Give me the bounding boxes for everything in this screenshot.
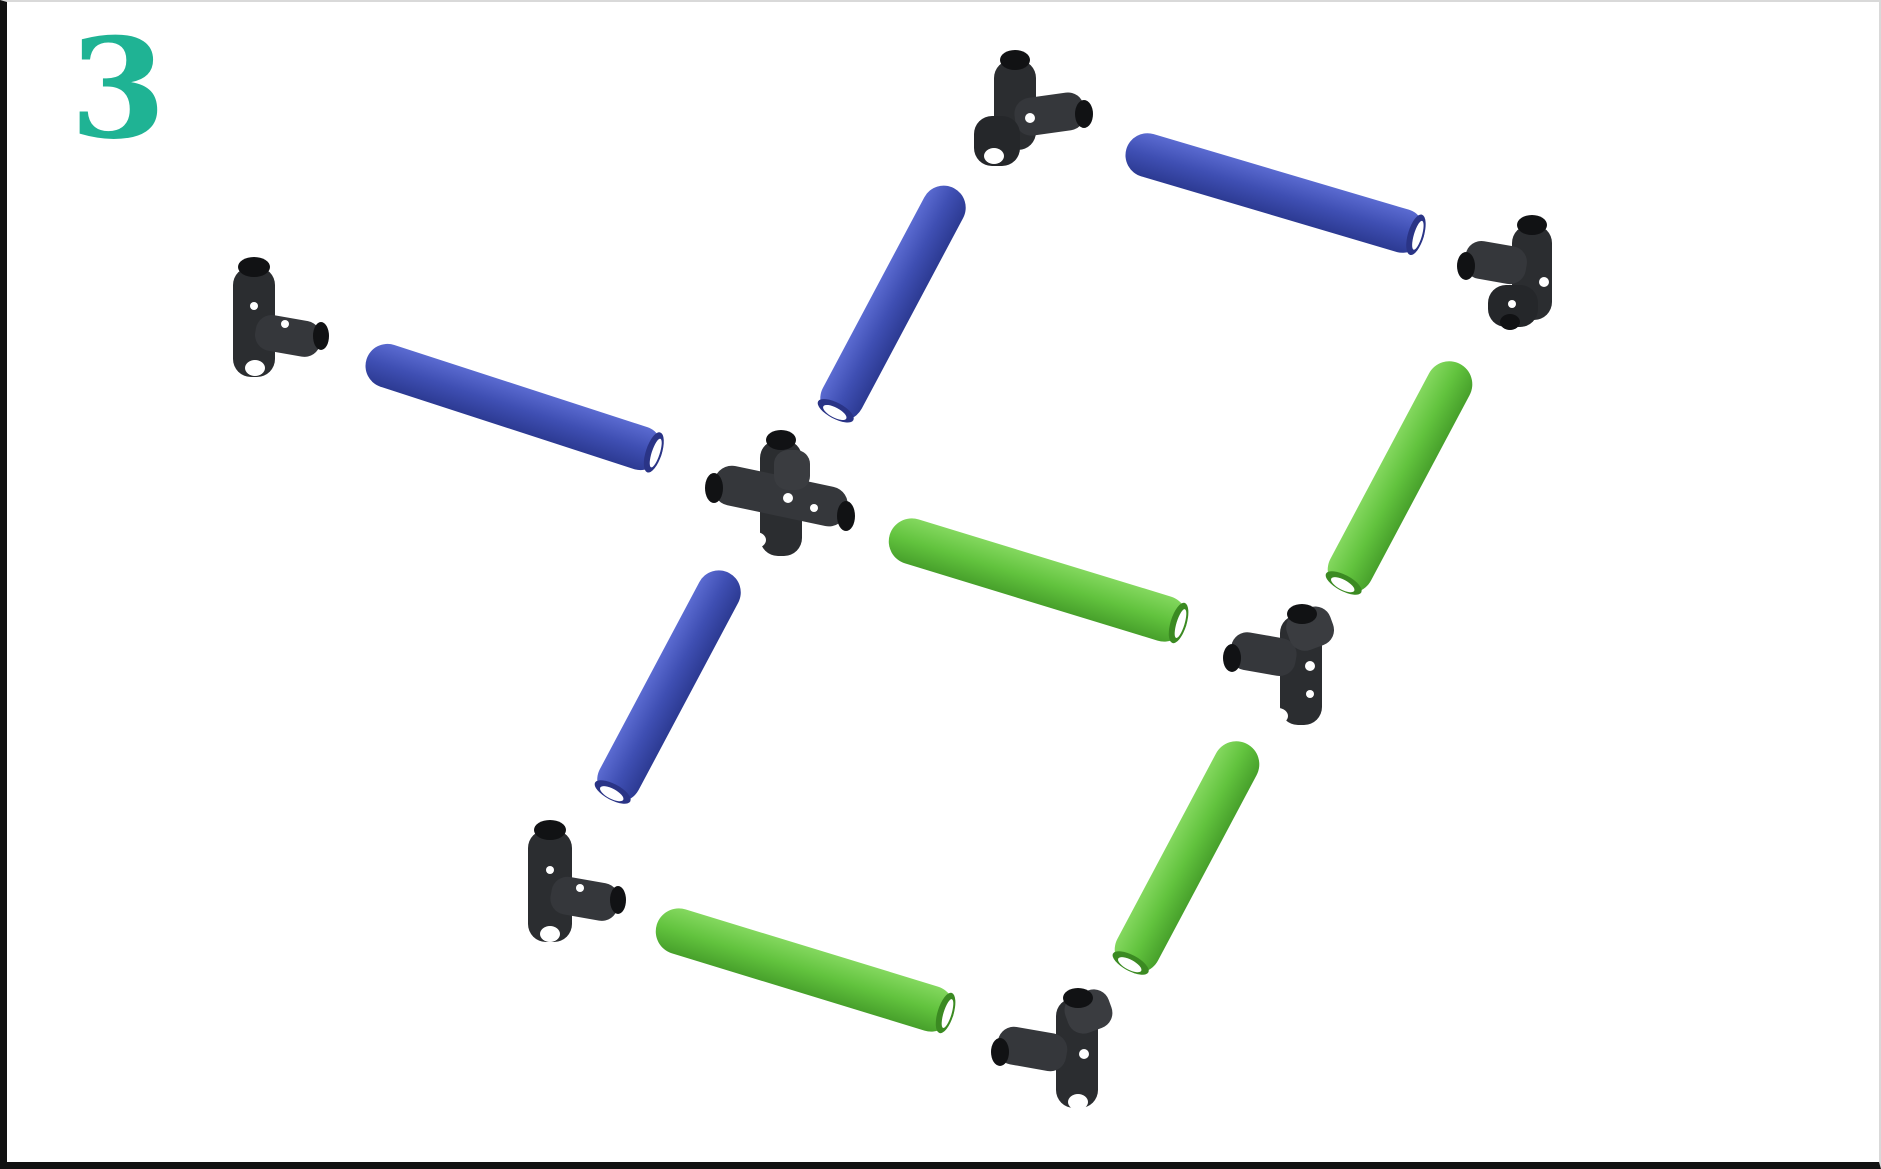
connector-left	[233, 257, 329, 377]
tube-green-bottom-horizontal	[650, 903, 960, 1038]
tube-green-right-vertical	[1320, 353, 1481, 601]
tube-blue-top-vertical	[813, 178, 974, 428]
tube-green-lower-right-vertical	[1107, 733, 1268, 981]
connector-mid-right	[1223, 602, 1339, 725]
connector-center	[705, 430, 855, 556]
tube-blue-left-horizontal	[360, 338, 668, 476]
tube-blue-top-horizontal	[1120, 128, 1430, 258]
connector-top-right	[1457, 215, 1552, 330]
tube-green-center-horizontal	[883, 513, 1193, 648]
connector-top	[974, 50, 1093, 166]
connector-bottom-left	[528, 820, 626, 942]
connector-bottom	[991, 985, 1117, 1110]
tube-blue-center-vertical	[589, 563, 748, 810]
